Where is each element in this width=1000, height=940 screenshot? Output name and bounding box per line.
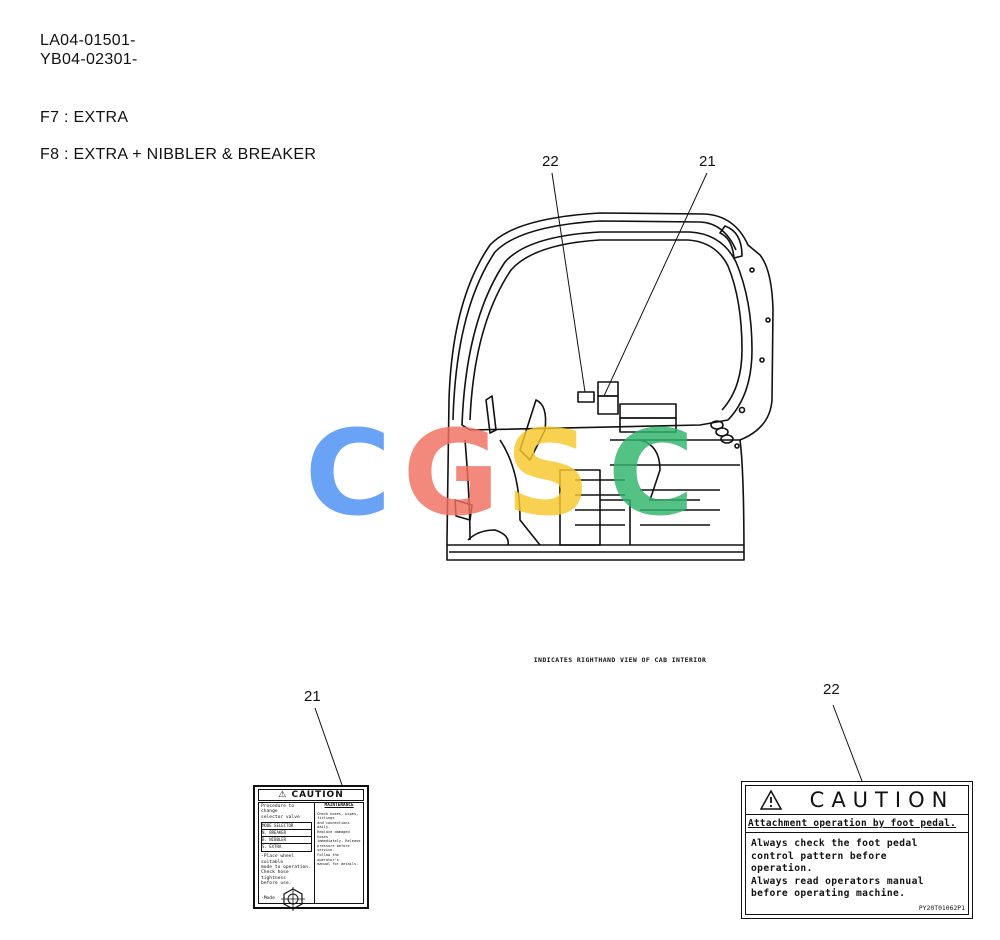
label-21-note: -Place wheel suitable <box>261 854 295 865</box>
label-21-left-panel: Procedure to change selector valve MODE … <box>259 803 316 911</box>
option-f8: F8 : EXTRA + NIBBLER & BREAKER <box>40 146 317 163</box>
label-21-maint-line: manual for details. <box>317 862 359 867</box>
label-22-separator <box>746 832 968 833</box>
label-21-heading-1: Procedure to change <box>261 804 295 815</box>
label-22-line: before operating machine. <box>751 888 906 900</box>
label-21-note: before use. <box>261 881 292 887</box>
label-21-note: mode to operation. <box>261 865 311 871</box>
label-21-title: CAUTION <box>291 790 344 800</box>
warning-triangle-icon <box>759 790 782 810</box>
valve-diagram: -Mode <box>261 886 312 911</box>
label-22-line: Always read operators manual <box>751 875 924 887</box>
view-caption: INDICATES RIGHTHAND VIEW OF CAB INTERIOR <box>533 656 707 664</box>
callout-22-bottom: 22 <box>823 681 840 698</box>
label-22-inner-border <box>745 785 969 915</box>
label-21-right-heading: MAINTENANCE <box>324 803 354 808</box>
mode-row: N. BREAKER <box>262 830 312 838</box>
label-22-part-code: PY20T01062P1 <box>918 904 965 912</box>
label-21-maint-line: pressure before service. <box>317 843 350 853</box>
label-21-note: -Mode <box>261 895 275 901</box>
label-21-body: Procedure to change selector valve MODE … <box>258 802 364 911</box>
callout-22-top: 22 <box>542 153 559 170</box>
label-21-maint-line: Follow the operator's <box>317 852 339 862</box>
label-22-line: operation. <box>751 863 813 875</box>
label-22-line: control pattern before <box>751 850 887 862</box>
label-21-maint-line: immediately. Release <box>317 839 361 844</box>
label-22-line: Always check the foot pedal <box>751 838 918 849</box>
option-f7: F7 : EXTRA <box>40 109 129 126</box>
mode-row: B. NIBBLER <box>262 837 312 845</box>
caution-label-21: ⚠ CAUTION Procedure to change selector v… <box>253 785 369 911</box>
serial-line-2: YB04-02301- <box>40 51 138 68</box>
callout-21-top: 21 <box>699 153 716 170</box>
label-21-maint-line: Replace damaged hoses <box>317 829 350 839</box>
label-21-note: Check hose tightness <box>261 870 289 881</box>
label-21-right-panel: MAINTENANCE Check hoses, pipes, fittings… <box>315 803 363 903</box>
callout-21-bottom: 21 <box>304 688 321 705</box>
label-21-header: ⚠ CAUTION <box>258 789 364 801</box>
serial-range: LA04-01501- YB04-02301- <box>40 31 138 69</box>
mode-row: MODE SELECTOR <box>262 823 312 831</box>
label-22-subtitle: Attachment operation by foot pedal. <box>748 818 957 829</box>
selector-valve-icon <box>280 886 305 911</box>
caution-label-22: CAUTION Attachment operation by foot ped… <box>741 781 973 919</box>
mode-row: S. EXTRA <box>262 844 282 850</box>
label-21-maint-line: Check hoses, pipes, fittings <box>317 811 359 821</box>
mode-table: MODE SELECTOR N. BREAKER B. NIBBLER S. E… <box>261 822 313 853</box>
label-21-heading-2: selector valve <box>261 814 300 820</box>
label-22-header: CAUTION <box>746 786 968 815</box>
label-22-title: CAUTION <box>809 788 955 812</box>
warning-triangle-icon: ⚠ <box>278 790 288 800</box>
label-21-maint-line: and connections daily. <box>317 820 350 830</box>
serial-line-1: LA04-01501- <box>40 32 136 49</box>
